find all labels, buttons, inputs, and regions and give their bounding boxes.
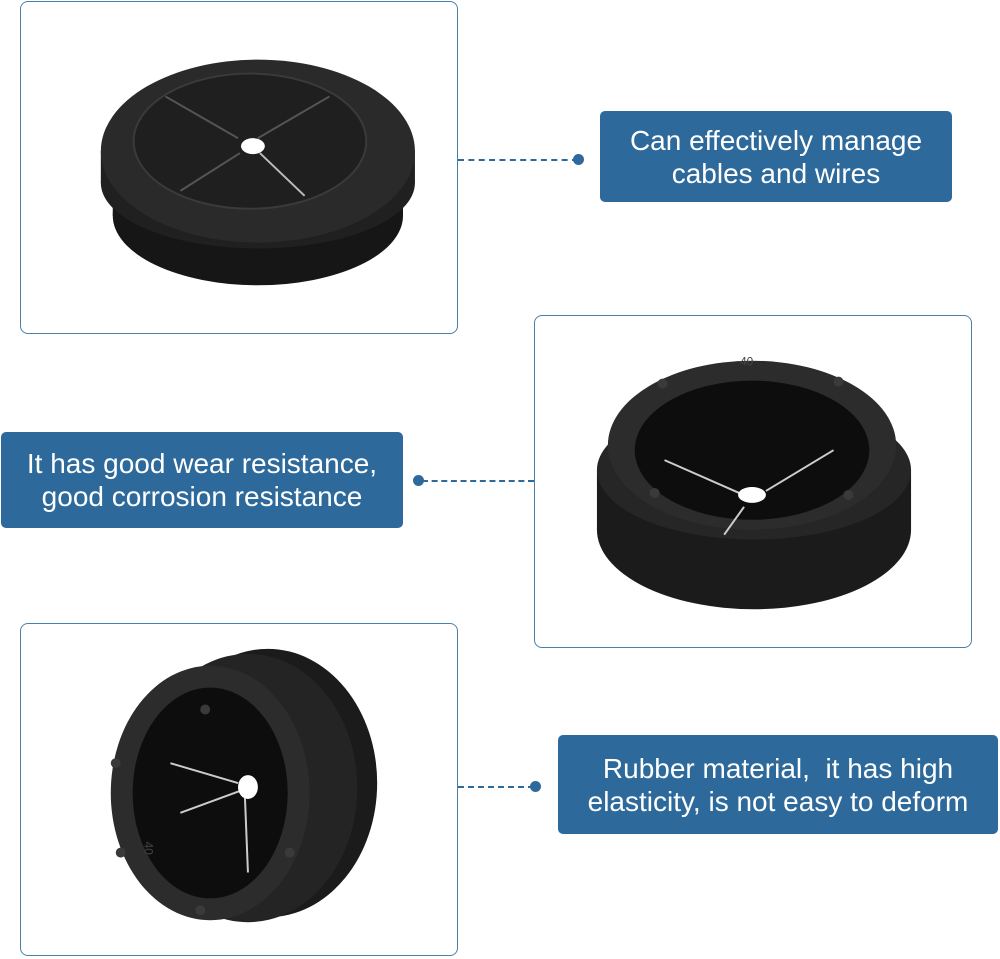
product-panel-middle: 40 <box>534 315 972 648</box>
product-panel-top <box>20 1 458 334</box>
callout-top-line2: cables and wires <box>671 157 881 189</box>
callout-middle-line1: It has good wear resistance, <box>26 448 378 479</box>
callout-rubber-material: Rubber material, it has high elasticity,… <box>558 735 998 834</box>
grommet-side-view-image: 40 <box>110 648 378 923</box>
callout-dot-top <box>573 154 584 165</box>
callout-top-line1: Can effectively manage <box>629 124 923 156</box>
size-marking-bottom: 40 <box>142 842 156 856</box>
callout-connector-top <box>458 159 578 161</box>
callout-connector-middle <box>422 480 534 482</box>
callout-middle-line2: good corrosion resistance <box>41 481 363 512</box>
callout-connector-bottom <box>458 786 534 788</box>
grommet-bottom-view-image: 40 <box>596 355 912 610</box>
callout-dot-middle <box>413 475 424 486</box>
callout-bottom-line2: elasticity, is not easy to deform <box>587 785 969 817</box>
size-marking-middle: 40 <box>740 355 754 369</box>
product-panel-bottom: 40 <box>20 623 458 956</box>
callout-cable-management: Can effectively manage cables and wires <box>600 111 952 202</box>
callout-wear-resistance: It has good wear resistance, good corros… <box>1 432 403 528</box>
grommet-top-view-image <box>100 59 415 286</box>
callout-dot-bottom <box>530 781 541 792</box>
callout-bottom-line1: Rubber material, it has high <box>602 752 954 784</box>
